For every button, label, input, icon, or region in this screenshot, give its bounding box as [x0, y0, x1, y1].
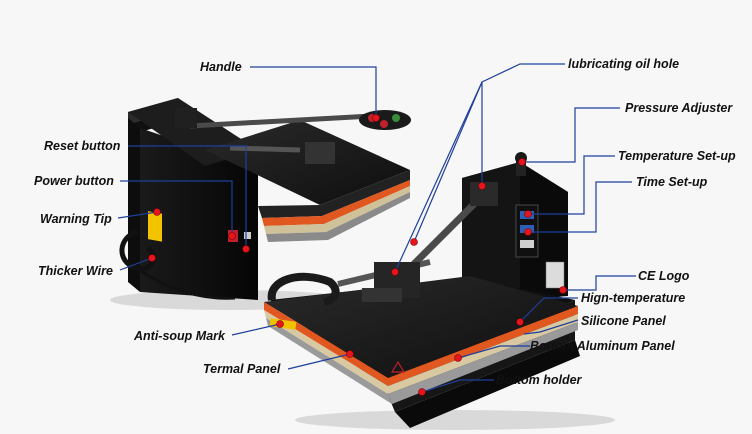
label-handle: Handle	[200, 60, 242, 74]
label-warning-tip: Warning Tip	[40, 212, 112, 226]
label-power-button: Power button	[34, 174, 114, 188]
right-heat-press	[264, 152, 615, 430]
pressure-adjuster-dot	[518, 158, 526, 166]
label-anti-soup-mark: Anti-soup Mark	[134, 329, 225, 343]
oil-hole-dot-3	[391, 268, 399, 276]
warning-tip-dot	[153, 208, 161, 216]
high-temperature-dot	[516, 318, 524, 326]
thicker-wire-dot	[148, 254, 156, 262]
bottom-holder-dot	[418, 388, 426, 396]
label-ce-logo: CE Logo	[638, 269, 690, 283]
oil-hole-dot-2	[410, 238, 418, 246]
label-termal-panel: Termal Panel	[203, 362, 281, 376]
temperature-setup-dot	[524, 210, 532, 218]
ce-logo-dot	[559, 286, 567, 294]
label-thicker-wire: Thicker Wire	[38, 264, 113, 278]
handle-dot	[372, 114, 380, 122]
label-time-setup: Time Set-up	[636, 175, 708, 189]
label-bottom-aluminum-panel: Bottom Aluminum Panel	[530, 339, 675, 353]
label-high-temperature: Hign-temperature	[581, 291, 686, 305]
time-setup-dot	[524, 228, 532, 236]
bottom-aluminum-panel-dot	[454, 354, 462, 362]
termal-panel-dot	[346, 350, 354, 358]
label-temperature-setup: Temperature Set-up	[618, 149, 736, 163]
anti-soup-mark-dot	[276, 320, 284, 328]
power-button-dot	[228, 232, 236, 240]
label-lubricating-oil-hole: lubricating oil hole	[568, 57, 680, 71]
label-bottom-holder: Bottom holder	[496, 373, 582, 387]
reset-button-dot	[242, 245, 250, 253]
label-reset-button: Reset button	[44, 139, 121, 153]
leader-lines	[117, 63, 636, 393]
oil-hole-dot-1	[478, 182, 486, 190]
label-silicone-panel: Silicone Panel	[581, 314, 666, 328]
callout-dots	[148, 114, 567, 396]
left-heat-press	[110, 98, 411, 310]
label-pressure-adjuster: Pressure Adjuster	[625, 101, 733, 115]
